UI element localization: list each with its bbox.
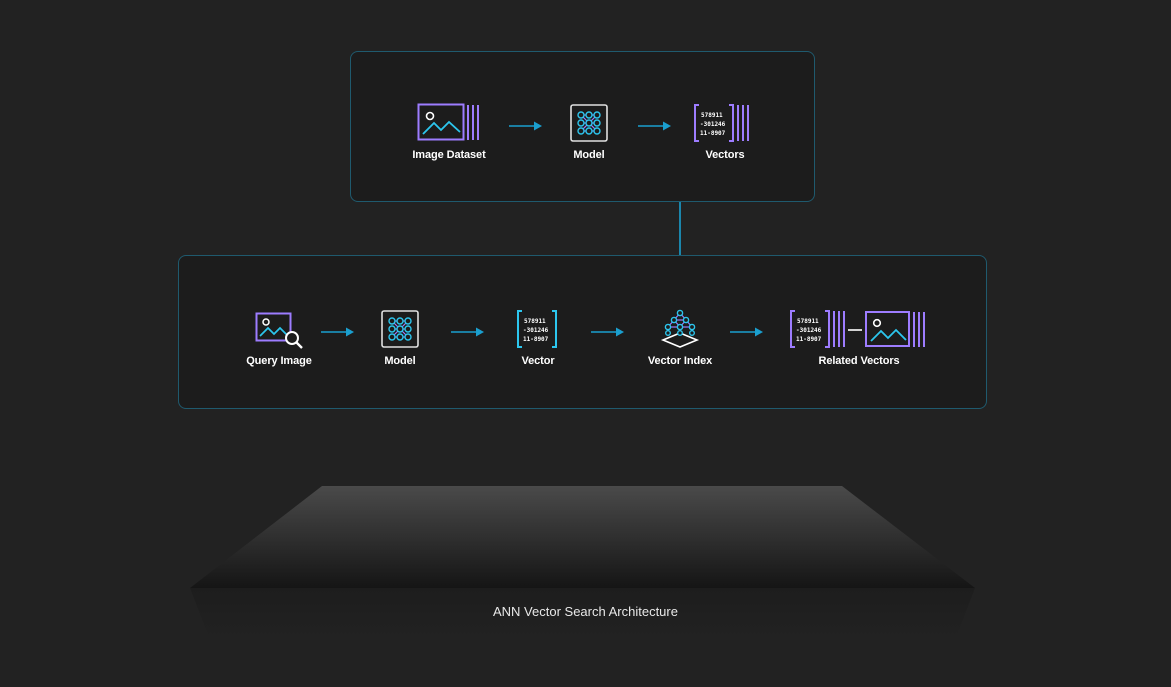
- arrow-right-icon: [591, 327, 624, 337]
- svg-text:11-8907: 11-8907: [700, 130, 726, 137]
- diagram-caption: ANN Vector Search Architecture: [493, 604, 678, 619]
- query-image-label: Query Image: [246, 355, 312, 367]
- related-vectors-icon: 578911 -301246 11-8907: [790, 310, 925, 348]
- arrow-right-icon: [509, 121, 542, 131]
- arrow-right-icon: [638, 121, 671, 131]
- neural-network-icon: [570, 104, 608, 142]
- svg-text:-301246: -301246: [523, 327, 549, 334]
- svg-text:578911: 578911: [797, 318, 819, 325]
- image-stack-icon: [417, 103, 479, 141]
- vector-icon: 578911 -301246 11-8907: [517, 310, 557, 348]
- model-label-top: Model: [573, 149, 605, 161]
- graph-index-icon: [660, 309, 700, 348]
- arrow-right-icon: [730, 327, 763, 337]
- related-vectors-label: Related Vectors: [818, 355, 900, 367]
- svg-text:-301246: -301246: [700, 121, 726, 128]
- vector-index-label: Vector Index: [647, 355, 713, 367]
- neural-network-icon: [381, 310, 419, 348]
- svg-text:578911: 578911: [524, 318, 546, 325]
- vector-stack-icon: 578911 -301246 11-8907: [694, 104, 749, 142]
- query-pipeline-panel: [178, 255, 987, 409]
- image-search-icon: [255, 312, 303, 349]
- vector-label: Vector: [521, 355, 555, 367]
- arrow-right-icon: [321, 327, 354, 337]
- svg-text:578911: 578911: [701, 112, 723, 119]
- svg-text:11-8907: 11-8907: [523, 336, 549, 343]
- arrow-right-icon: [451, 327, 484, 337]
- model-label-bottom: Model: [384, 355, 416, 367]
- vectors-label: Vectors: [705, 149, 745, 161]
- image-dataset-label: Image Dataset: [412, 149, 486, 161]
- svg-text:11-8907: 11-8907: [796, 336, 822, 343]
- svg-text:-301246: -301246: [796, 327, 822, 334]
